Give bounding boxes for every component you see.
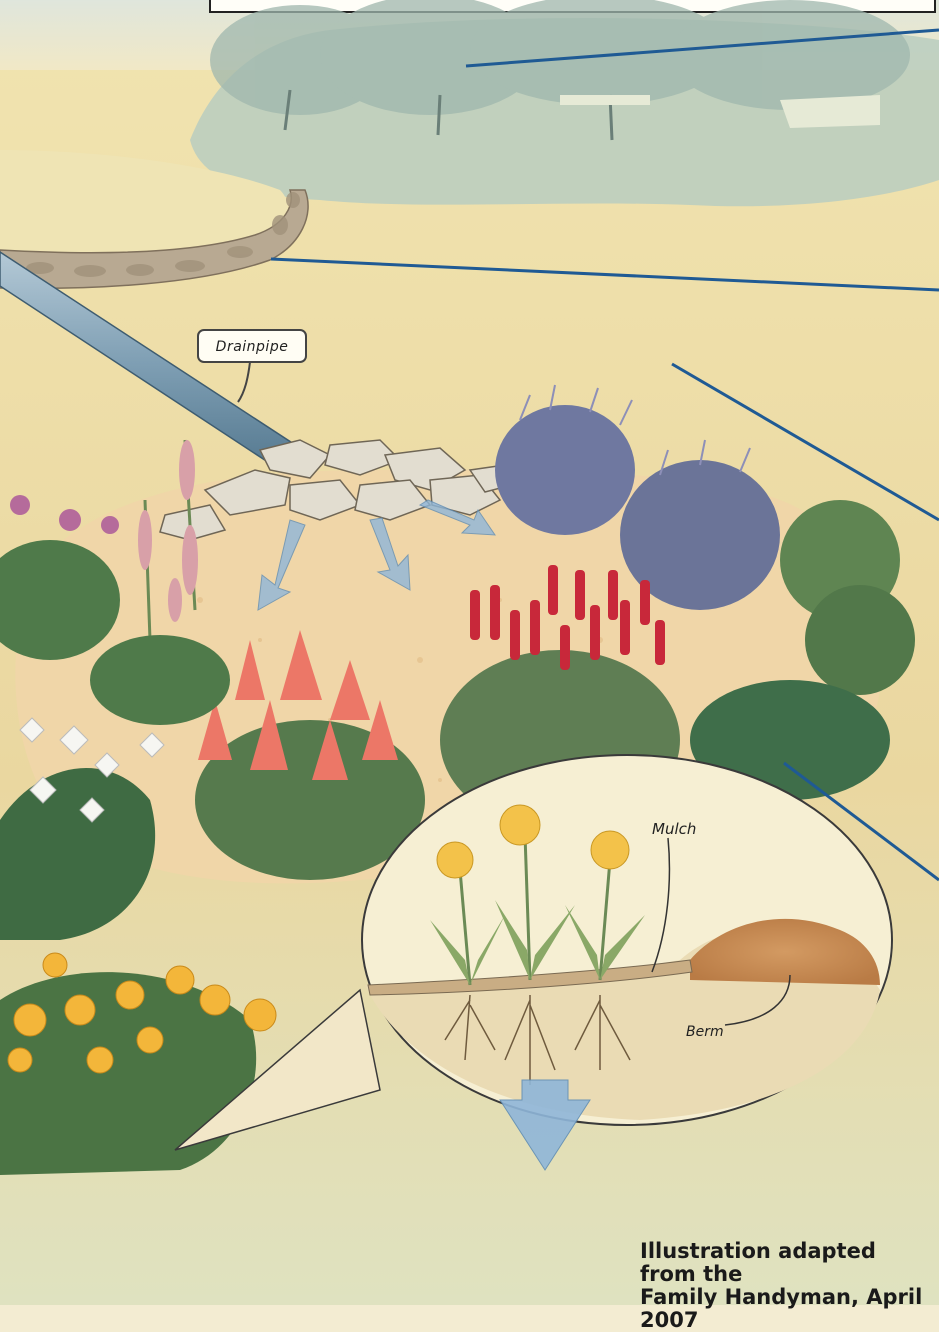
- drainpipe-label: Drainpipe: [197, 329, 307, 363]
- rain-garden-illustration: [0, 0, 939, 1305]
- illustration-credit: Illustration adapted from the Family Han…: [640, 1240, 930, 1332]
- credit-line-1: Illustration adapted from the: [640, 1240, 930, 1286]
- credit-line-2: Family Handyman, April 2007: [640, 1286, 930, 1332]
- mulch-label: Mulch: [652, 820, 696, 838]
- berm-label: Berm: [686, 1024, 724, 1040]
